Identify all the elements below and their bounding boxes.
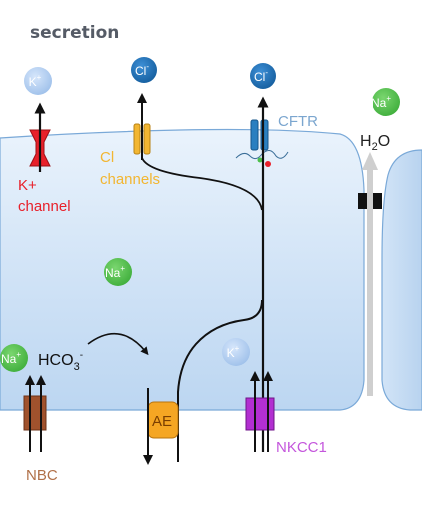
ae-label: AE (152, 413, 172, 430)
diagram-title: secretion (30, 23, 119, 43)
atp-dot (257, 157, 263, 163)
svg-text:Cl-: Cl- (254, 68, 268, 84)
svg-text:Na+: Na+ (1, 350, 21, 366)
cl-channels-label-line1: Cl (100, 149, 114, 166)
phosphorylation-dot (265, 161, 271, 167)
nbc-label: NBC (26, 467, 58, 484)
cl-channels-label-line2: channels (100, 171, 160, 188)
ae-transporter (143, 388, 179, 465)
cftr-label: CFTR (278, 113, 318, 130)
nbc-transporter (23, 375, 47, 452)
water-arrowhead (362, 152, 378, 170)
hco3-pathway-to-ae (177, 299, 263, 462)
epithelial-cell (0, 128, 365, 411)
k-channel-label-line1: K+ (18, 177, 37, 194)
k-ion-top: K+ (24, 67, 52, 95)
svg-text:H2O: H2O (360, 133, 390, 153)
na-ion-bottom: Na+ (0, 344, 28, 372)
nkcc1-label: NKCC1 (276, 439, 327, 456)
neighbor-cell (381, 149, 422, 411)
na-ion-top-right: Na+ (371, 88, 400, 116)
cl-ion-right: Cl- (250, 63, 276, 89)
cl-channel (133, 93, 151, 160)
hco3-to-ae-arrow (87, 332, 149, 356)
svg-text:K+: K+ (29, 73, 42, 89)
cl-pathway-to-cl-channel (141, 157, 263, 211)
hco3-label: HCO3- (38, 350, 83, 373)
k-channel-label-line2: channel (18, 198, 71, 215)
h2o-label: H2O (360, 133, 390, 153)
cl-ion-left: Cl- (131, 57, 157, 83)
svg-text:Cl-: Cl- (135, 62, 149, 78)
cftr-channel (235, 96, 289, 452)
k-channel (29, 102, 51, 172)
svg-text:K+: K+ (227, 344, 240, 360)
k-ion-bottom: K+ (222, 338, 250, 366)
svg-text:Na+: Na+ (105, 264, 125, 280)
svg-text:HCO3-: HCO3- (38, 350, 83, 373)
na-ion-center: Na+ (104, 258, 132, 286)
svg-text:Na+: Na+ (371, 94, 391, 110)
nkcc1-transporter (245, 371, 275, 452)
